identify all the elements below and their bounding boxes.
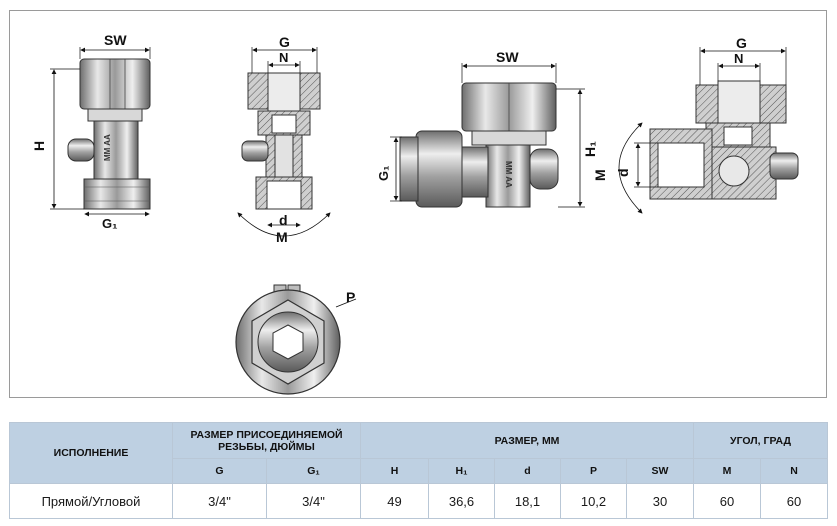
- dim-sw-label: SW: [104, 32, 127, 48]
- subheader-m: M: [693, 458, 762, 484]
- spec-table: ИСПОЛНЕНИЕ РАЗМЕР ПРИСОЕДИНЯЕМОЙ РЕЗЬБЫ,…: [9, 422, 829, 519]
- body-mark: MM AA: [103, 134, 112, 161]
- dim-d-label-section: d: [279, 212, 288, 228]
- cell-h1: 36,6: [428, 483, 495, 519]
- cell-d: 18,1: [494, 483, 561, 519]
- subheader-n: N: [760, 458, 829, 484]
- subheader-g: G: [172, 458, 267, 484]
- cell-g1: 3/4": [266, 483, 361, 519]
- cell-h: 49: [360, 483, 429, 519]
- body-mark-angle: MM AA: [504, 161, 513, 188]
- cell-n: 60: [760, 483, 829, 519]
- dim-m-label-angle: M: [592, 169, 608, 181]
- dim-sw-label-angle: SW: [496, 49, 519, 65]
- header-size-mm: РАЗМЕР, ММ: [359, 422, 695, 459]
- dim-m-label-section: M: [276, 229, 288, 245]
- subheader-h1: H₁: [428, 458, 495, 484]
- subheader-sw: SW: [625, 458, 695, 484]
- subheader-g1: G₁: [266, 458, 361, 484]
- view-straight-front: MM AA SW H G₁: [31, 32, 151, 231]
- subheader-p: P: [560, 458, 627, 484]
- view-top: P: [235, 284, 357, 395]
- dim-g1-label-angle: G₁: [376, 166, 391, 182]
- dim-g1-label: G₁: [102, 216, 118, 231]
- header-thread-size: РАЗМЕР ПРИСОЕДИНЯЕМОЙ РЕЗЬБЫ, ДЮЙМЫ: [172, 422, 361, 459]
- view-angle-side: MM AA SW H₁ G₁: [376, 49, 598, 208]
- cell-sw: 30: [625, 483, 695, 519]
- dim-g-label-section: G: [279, 34, 290, 50]
- dim-n-label-section: N: [279, 50, 288, 65]
- cell-p: 10,2: [560, 483, 627, 519]
- header-variant: ИСПОЛНЕНИЕ: [9, 422, 173, 484]
- subheader-h: H: [360, 458, 429, 484]
- dim-g-label-angle: G: [736, 35, 747, 51]
- view-angle-section: G N d M: [592, 35, 799, 214]
- technical-drawing: MM AA SW H G₁: [9, 10, 827, 398]
- cell-g: 3/4": [172, 483, 267, 519]
- view-straight-section: G N d M: [237, 34, 331, 245]
- cell-variant: Прямой/Угловой: [9, 483, 173, 519]
- table-row: Прямой/Угловой 3/4" 3/4" 49 36,6 18,1 10…: [9, 483, 829, 519]
- dim-p-label: P: [346, 289, 355, 305]
- cell-m: 60: [693, 483, 762, 519]
- subheader-d: d: [494, 458, 561, 484]
- header-angle: УГОЛ, ГРАД: [693, 422, 829, 459]
- dim-h1-label: H₁: [582, 141, 598, 157]
- dim-d-label-angle: d: [615, 168, 631, 177]
- dim-n-label-angle: N: [734, 51, 743, 66]
- dim-h-label: H: [31, 141, 47, 151]
- drawing-canvas: MM AA SW H G₁: [31, 32, 799, 395]
